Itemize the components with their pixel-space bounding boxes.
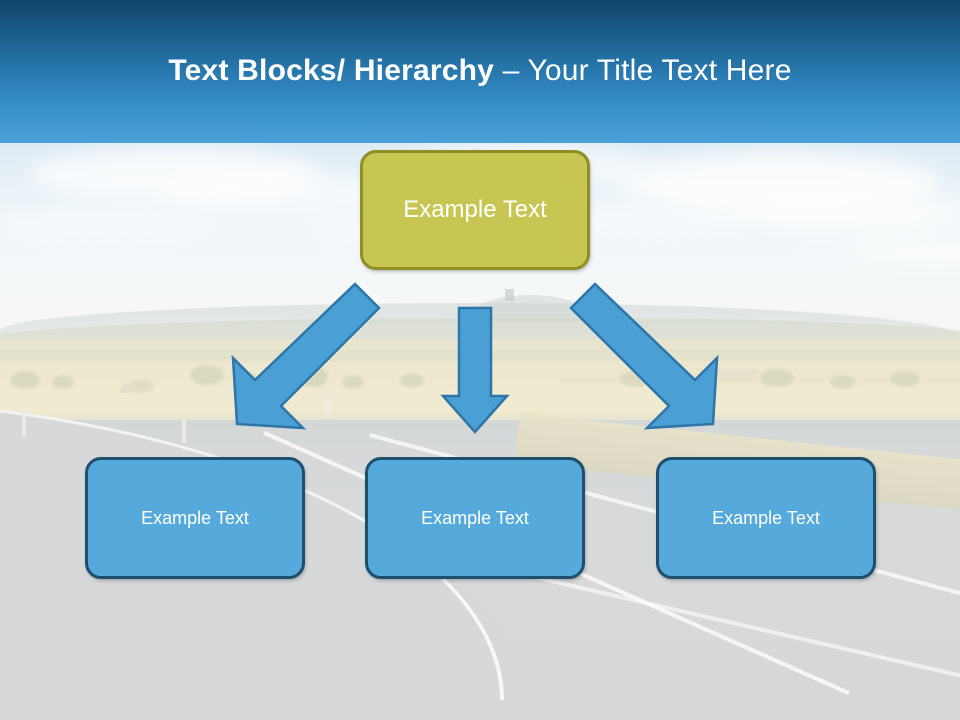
- hilltop-tower: [505, 289, 514, 301]
- roadside-post: [182, 419, 186, 443]
- tree: [400, 373, 424, 388]
- tree: [830, 375, 856, 389]
- hierarchy-root-node[interactable]: Example Text: [360, 150, 590, 270]
- tree: [10, 371, 40, 389]
- cloud: [560, 201, 760, 235]
- hierarchy-child-node-1[interactable]: Example Text: [85, 457, 305, 579]
- tree: [890, 371, 920, 387]
- title-banner: Text Blocks/ Hierarchy – Your Title Text…: [0, 0, 960, 143]
- cloud: [160, 173, 390, 213]
- hierarchy-child-node-2[interactable]: Example Text: [365, 457, 585, 579]
- cloud: [0, 207, 220, 241]
- tree: [190, 365, 224, 385]
- cloud: [740, 191, 960, 235]
- tree: [52, 375, 74, 389]
- field-band: [0, 349, 960, 361]
- roadside-post: [452, 391, 456, 409]
- hierarchy-root-label: Example Text: [403, 196, 547, 223]
- hierarchy-child-label-1: Example Text: [141, 507, 249, 528]
- warning-sign-icon: [118, 381, 132, 393]
- hierarchy-child-label-3: Example Text: [712, 507, 820, 528]
- hierarchy-child-label-2: Example Text: [421, 507, 529, 528]
- page-title-bold: Text Blocks/ Hierarchy: [168, 54, 503, 87]
- farm-buildings: [700, 369, 758, 381]
- roadside-post: [700, 389, 704, 405]
- page-title-light: – Your Title Text Here: [502, 54, 792, 87]
- tree: [128, 379, 154, 393]
- roadside-post: [326, 395, 330, 417]
- tree: [760, 369, 794, 387]
- tree: [342, 375, 364, 389]
- tree: [238, 373, 258, 386]
- page-title: Text Blocks/ Hierarchy – Your Title Text…: [0, 54, 960, 88]
- tree: [620, 371, 650, 387]
- tree: [300, 367, 328, 387]
- hierarchy-child-node-3[interactable]: Example Text: [656, 457, 876, 579]
- roadside-post: [22, 407, 26, 437]
